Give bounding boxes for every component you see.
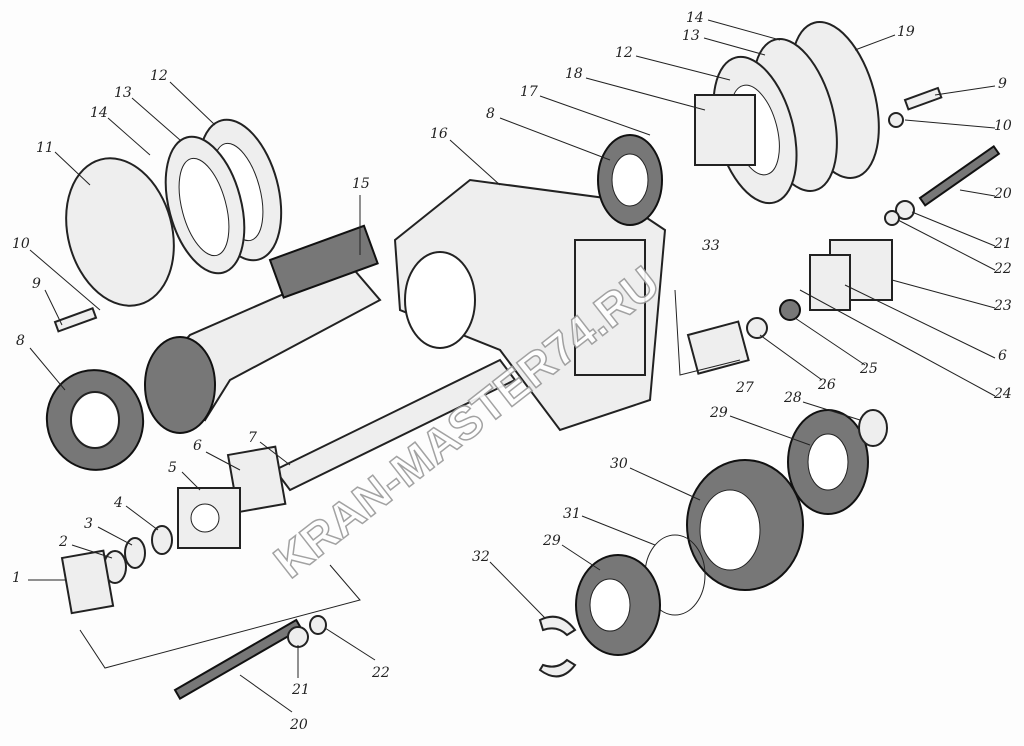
- plate-1: [60, 549, 115, 615]
- bearing-8-right: [597, 134, 663, 226]
- block-23: [809, 239, 893, 311]
- gear-30: [686, 459, 804, 591]
- label-11: 11: [36, 140, 54, 156]
- label-6-right: 6: [998, 348, 1007, 364]
- label-12: 12: [150, 68, 168, 84]
- label-3: 3: [84, 516, 93, 532]
- leader-lines: [28, 19, 996, 713]
- stud-20-right: [884, 144, 1001, 226]
- label-28: 28: [783, 390, 802, 406]
- label-21-right: 21: [993, 236, 1012, 252]
- assembly-bracket-left: [79, 564, 361, 669]
- bolt-9-left: [53, 307, 98, 333]
- label-33: 33: [702, 238, 720, 254]
- label-27: 27: [735, 380, 754, 396]
- label-20-right: 20: [993, 186, 1012, 202]
- label-6: 6: [193, 438, 202, 454]
- label-29-right: 29: [709, 405, 728, 421]
- sleeve-18: [694, 94, 756, 166]
- bearing-8-left: [45, 369, 145, 471]
- label-9: 9: [32, 276, 41, 292]
- stud-20-left: [173, 615, 327, 701]
- half-rings-32: [538, 615, 577, 678]
- label-15: 15: [352, 176, 370, 192]
- label-8: 8: [16, 333, 25, 349]
- label-13: 13: [114, 85, 132, 101]
- bearing-29-bottom: [575, 554, 661, 656]
- label-9-right: 9: [998, 76, 1007, 92]
- label-20: 20: [289, 717, 308, 733]
- shaft-7: [273, 358, 517, 492]
- assembly-bracket-right: [674, 289, 741, 376]
- label-18: 18: [565, 66, 583, 82]
- label-7: 7: [248, 430, 257, 446]
- label-13-right: 13: [682, 28, 700, 44]
- label-4: 4: [113, 495, 123, 511]
- label-21: 21: [291, 682, 310, 698]
- block-5: [177, 487, 241, 549]
- label-31: 31: [563, 506, 581, 522]
- label-23: 23: [993, 298, 1012, 314]
- housing-16: [393, 178, 667, 432]
- label-26: 26: [817, 377, 836, 393]
- label-1: 1: [12, 570, 21, 586]
- label-24: 24: [993, 386, 1012, 402]
- label-10-right: 10: [994, 118, 1012, 134]
- flange-6-left: [226, 445, 287, 514]
- label-10: 10: [12, 236, 30, 252]
- label-5: 5: [168, 460, 177, 476]
- label-30: 30: [610, 456, 628, 472]
- label-19: 19: [897, 24, 915, 40]
- label-25: 25: [859, 361, 878, 377]
- cover-11: [65, 157, 175, 307]
- label-14-right: 14: [686, 10, 704, 26]
- label-22-right: 22: [993, 261, 1012, 277]
- gasket-13-left: [164, 135, 246, 275]
- label-16: 16: [430, 126, 448, 142]
- label-14: 14: [90, 105, 108, 121]
- label-22: 22: [371, 665, 390, 681]
- bolt-9-right: [888, 86, 943, 128]
- label-8-right: 8: [486, 106, 495, 122]
- parts-25-26-27: [686, 299, 801, 375]
- label-2: 2: [58, 534, 68, 550]
- label-12-right: 12: [615, 45, 633, 61]
- label-29-bottom: 29: [542, 533, 561, 549]
- gear-shaft-15: [144, 224, 382, 434]
- ring-4-3-2: [103, 525, 173, 584]
- label-32: 32: [472, 549, 490, 565]
- label-17: 17: [520, 84, 538, 100]
- bearing-29-right: [787, 409, 888, 515]
